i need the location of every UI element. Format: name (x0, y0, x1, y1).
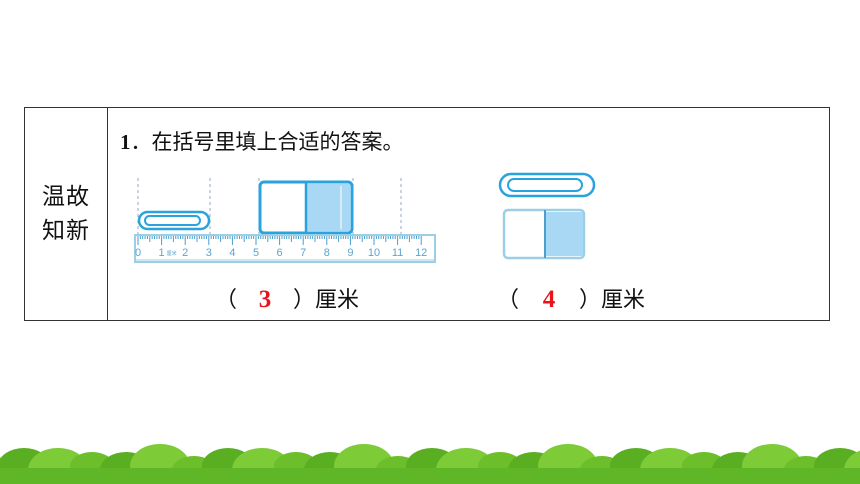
ruler-tick-label: 2 (182, 247, 188, 259)
answer-1: （ 3 ）厘米 (215, 282, 359, 314)
ruler-tick-label: 1 (159, 247, 165, 259)
answer-2-open: （ (497, 288, 520, 313)
answer-1-unit: 厘米 (315, 288, 360, 313)
answer-1-open: （ (215, 288, 238, 313)
question-number: 1 (120, 130, 131, 154)
section-label: 温故 知新 (25, 108, 108, 320)
answer-1-value[interactable]: 3 (258, 286, 272, 313)
section-label-line2: 知新 (42, 218, 90, 244)
eraser-icon (258, 180, 354, 235)
answer-2-close: ） (579, 288, 602, 313)
answer-1-close: ） (293, 288, 316, 313)
ruler-tick-label: 7 (300, 247, 306, 259)
ruler-tick-label: 4 (229, 247, 235, 259)
ruler-tick-label: 3 (206, 247, 212, 259)
question-title: 1．在括号里填上合适的答案。 (120, 126, 404, 156)
answer-2-unit: 厘米 (601, 288, 646, 313)
question-content: 1．在括号里填上合适的答案。 (109, 108, 829, 320)
ruler-tick-label: 9 (347, 247, 353, 259)
ruler-tick-label: 6 (277, 247, 283, 259)
question-text: ．在括号里填上合适的答案。 (130, 130, 404, 154)
ruler-tick-label: 11 (392, 247, 403, 259)
paperclip-icon (137, 210, 211, 231)
ruler-tick-label: 5 (253, 247, 259, 259)
grass-border (0, 444, 860, 484)
answer-2: （ 4 ）厘米 (497, 282, 645, 314)
answer-2-value[interactable]: 4 (542, 286, 556, 313)
paperclip-eraser-figure (498, 172, 596, 260)
ruler-tick-label: 0 (135, 247, 141, 259)
paperclip-icon (498, 172, 596, 198)
ruler-unit-label: 厘米 (167, 250, 177, 257)
exercise-table: 温故 知新 1．在括号里填上合适的答案。 (24, 107, 830, 321)
eraser-icon (502, 208, 586, 260)
ruler-tick-label: 8 (324, 247, 330, 259)
section-label-line1: 温故 (42, 184, 90, 210)
ruler-tick-label: 12 (415, 247, 427, 259)
ruler-tick-label: 10 (368, 247, 380, 259)
